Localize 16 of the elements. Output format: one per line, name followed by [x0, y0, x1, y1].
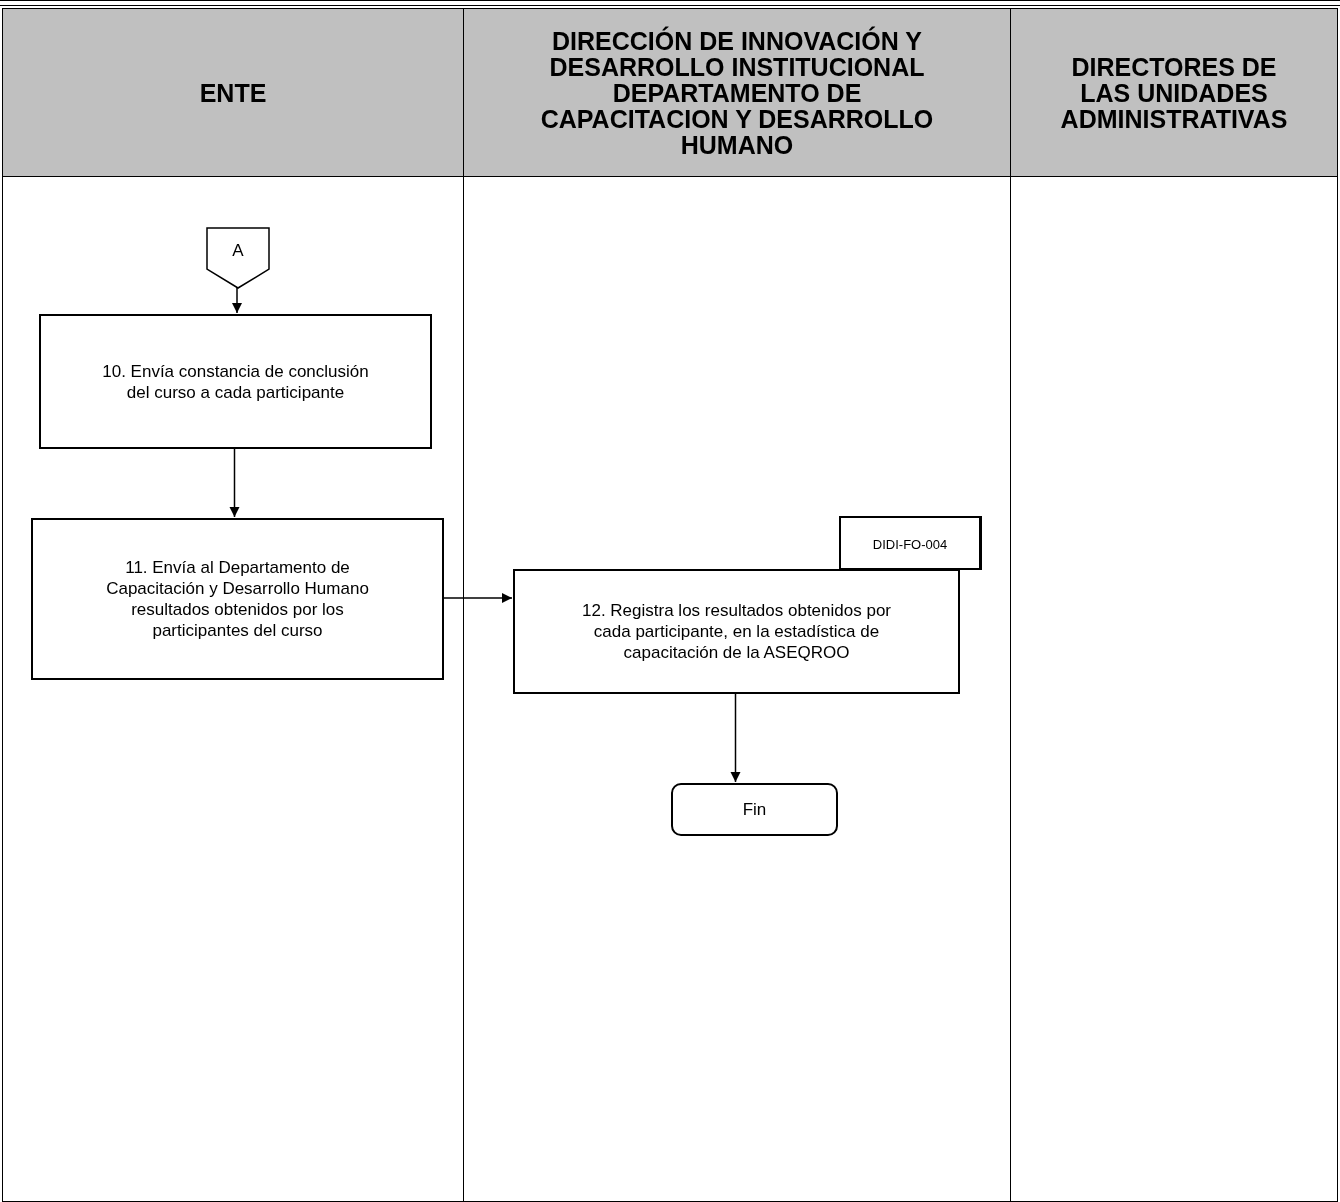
- process-box: 11. Envía al Departamento de Capacitación y Desarrollo Humano resultados obtenidos por los participantes del curso: [31, 518, 444, 680]
- swimlane-column: [463, 8, 1011, 1202]
- process-box: 10. Envía constancia de conclusión del curso a cada participante: [39, 314, 432, 449]
- swimlane-column: [1010, 8, 1338, 1202]
- arrow: [730, 692, 741, 783]
- off-page-connector: A: [206, 227, 270, 289]
- end-terminal: Fin: [671, 783, 838, 836]
- arrow: [229, 447, 240, 518]
- lane-header: DIRECCIÓN DE INNOVACIÓN Y DESARROLLO INSTITUCIONAL DEPARTAMENTO DE CAPACITACION Y DESARROLLO HUMANO: [464, 9, 1010, 177]
- arrow: [231, 287, 243, 314]
- lane-header: ENTE: [3, 9, 463, 177]
- lane-header: DIRECTORES DE LAS UNIDADES ADMINISTRATIVAS: [1011, 9, 1337, 177]
- form-code-box: DIDI-FO-004: [839, 516, 982, 570]
- arrow: [442, 592, 513, 604]
- swimlane-column: [2, 8, 464, 1202]
- process-box: 12. Registra los resultados obtenidos por cada participante, en la estadística de capacitación de la ASEQROO: [513, 569, 960, 694]
